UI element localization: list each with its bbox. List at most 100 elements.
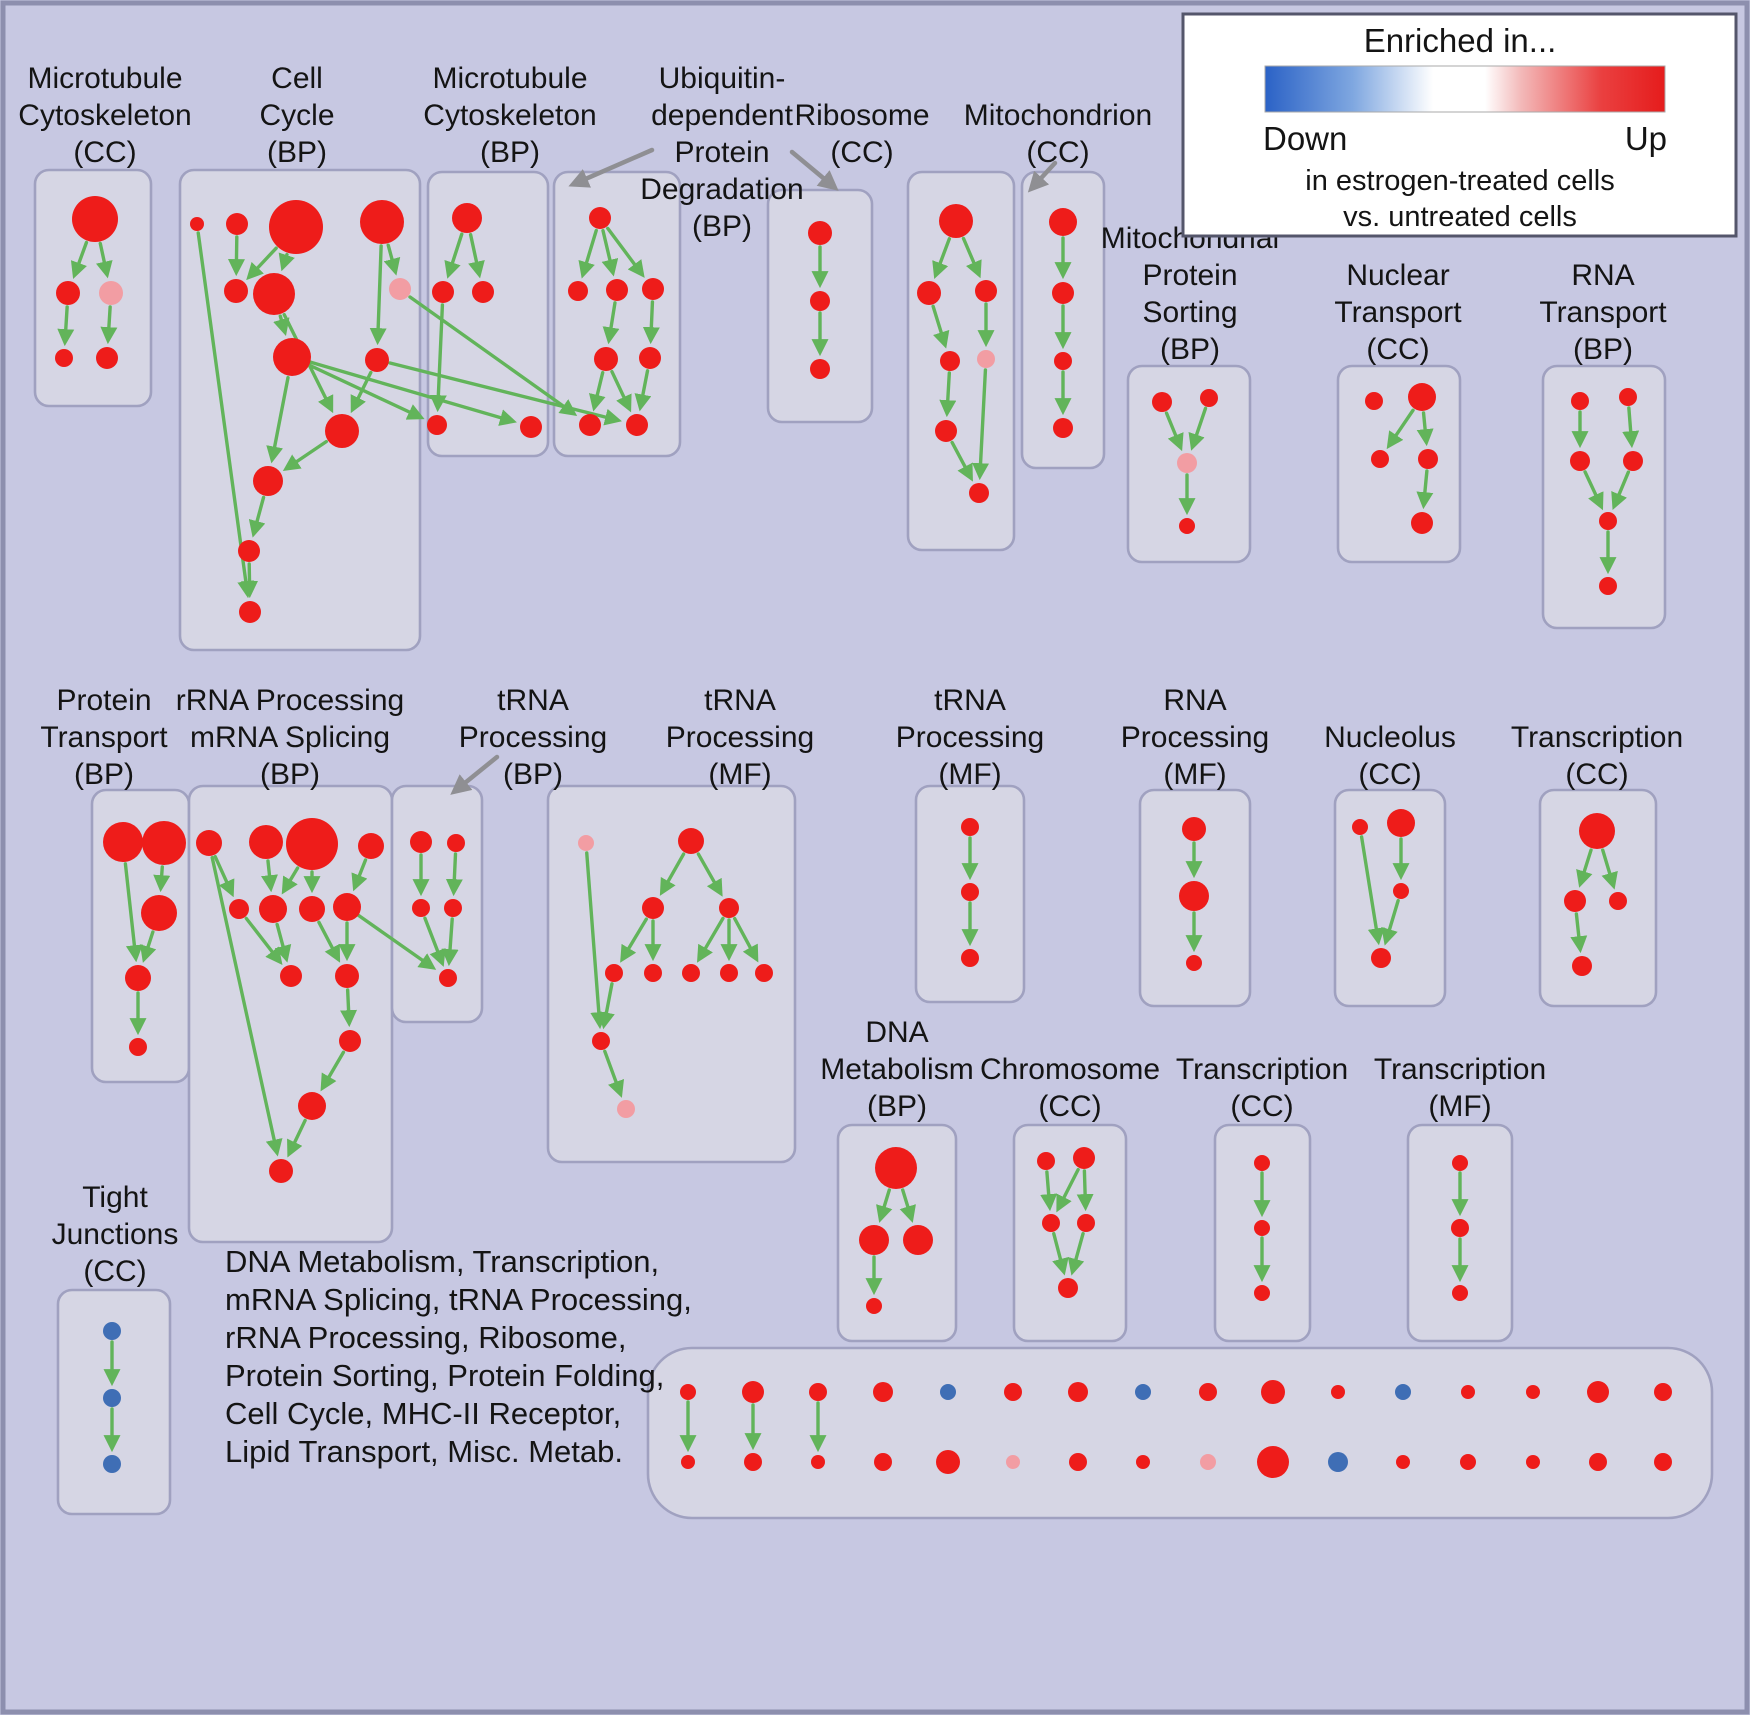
cluster-label-nucleolus: Nucleolus(CC): [1324, 721, 1456, 791]
gene-node-red: [253, 273, 295, 315]
edge: [468, 232, 485, 279]
edge: [1386, 408, 1415, 450]
edge: [1164, 411, 1184, 452]
gene-node-red: [873, 1382, 893, 1402]
edge: [340, 988, 358, 1028]
edge: [1076, 1169, 1094, 1212]
gene-node-red: [903, 1225, 933, 1255]
edge: [972, 368, 990, 481]
edge: [100, 305, 118, 345]
edge: [1601, 848, 1618, 890]
gene-node-red: [1053, 418, 1073, 438]
gene-node-red: [1200, 389, 1218, 407]
edge: [1040, 1170, 1058, 1212]
edge: [1576, 848, 1593, 888]
gene-node-red: [1654, 1453, 1672, 1471]
gene-node-red: [365, 348, 389, 372]
edge: [1056, 1167, 1080, 1213]
gene-node-red: [810, 359, 830, 379]
gene-node-red: [1654, 1383, 1672, 1401]
annotation-arrow-trna-bp: [450, 754, 500, 795]
gene-node-red: [1451, 1219, 1469, 1237]
gene-node-red: [1261, 1380, 1285, 1404]
gene-node-red: [936, 1450, 960, 1474]
edge: [317, 920, 341, 963]
gene-node-red: [125, 965, 151, 991]
gene-node-red: [1058, 1278, 1078, 1298]
edge: [697, 916, 725, 963]
cluster-box-chromosome: [1012, 1123, 1128, 1343]
gene-node-red: [1049, 208, 1077, 236]
gene-node-red: [447, 834, 465, 852]
gene-node-red: [626, 414, 648, 436]
gene-node-red: [196, 830, 222, 856]
edge: [642, 300, 660, 345]
gene-node-red: [935, 420, 957, 442]
gene-node-red: [1371, 450, 1389, 468]
edge: [246, 246, 278, 281]
edge: [939, 371, 957, 418]
gene-node-red: [190, 217, 204, 231]
gene-node-blue: [103, 1322, 121, 1340]
gene-node-red: [644, 964, 662, 982]
edge: [278, 252, 295, 272]
gene-node-pink: [99, 281, 123, 305]
gene-node-red: [917, 281, 941, 305]
gene-node-red: [1054, 352, 1072, 370]
gene-node-red: [298, 1092, 326, 1120]
gene-node-red: [410, 831, 432, 853]
gene-node-red: [520, 416, 542, 438]
gene-node-red: [299, 896, 325, 922]
edge: [606, 226, 645, 278]
cluster-label-transcription-cc-lower: Transcription(CC): [1176, 1053, 1348, 1123]
gene-node-red: [1460, 1454, 1476, 1470]
gene-node-red: [280, 965, 302, 987]
gene-node-red: [224, 279, 248, 303]
gene-node-red: [1004, 1383, 1022, 1401]
gene-node-red: [1526, 1455, 1540, 1469]
gene-node-red: [605, 964, 623, 982]
edge: [1416, 469, 1434, 510]
legend-title: Enriched in...: [1364, 22, 1557, 59]
gene-node-blue: [940, 1384, 956, 1400]
gene-node-red: [1179, 518, 1195, 534]
cluster-label-mitochondrion: Mitochondrion(CC): [964, 99, 1152, 169]
gene-node-red: [859, 1225, 889, 1255]
gene-node-red: [1371, 948, 1391, 968]
edge: [1583, 470, 1604, 511]
gene-node-red: [360, 200, 404, 244]
edge: [274, 922, 292, 963]
legend-down-label: Down: [1263, 120, 1347, 157]
gene-node-red: [339, 1030, 361, 1052]
gene-node-pink: [617, 1100, 635, 1118]
gene-node-blue: [1395, 1384, 1411, 1400]
edge: [1416, 411, 1434, 447]
edge: [57, 305, 75, 347]
mixed-terms-note: DNA Metabolism, Transcription,mRNA Splic…: [225, 1244, 692, 1469]
gene-node-red: [439, 969, 457, 987]
gene-node-red: [594, 347, 618, 371]
edge: [320, 1050, 346, 1092]
edge: [196, 231, 255, 599]
gene-node-red: [142, 821, 186, 865]
gene-node-red: [1037, 1152, 1055, 1170]
gene-node-red: [592, 1032, 610, 1050]
gene-node-red: [810, 291, 830, 311]
gene-node-red: [358, 833, 384, 859]
gene-node-red: [286, 818, 338, 870]
gene-node-red: [1257, 1446, 1289, 1478]
edge: [610, 369, 632, 413]
gene-node-red: [56, 281, 80, 305]
gene-node-red: [642, 897, 664, 919]
gene-node-pink: [1177, 453, 1197, 473]
edge: [383, 243, 401, 276]
cluster-box-microtubule-cytoskeleton-cc: [33, 168, 153, 408]
gene-node-red: [642, 278, 664, 300]
cluster-box-nuclear-transport: [1336, 364, 1462, 564]
